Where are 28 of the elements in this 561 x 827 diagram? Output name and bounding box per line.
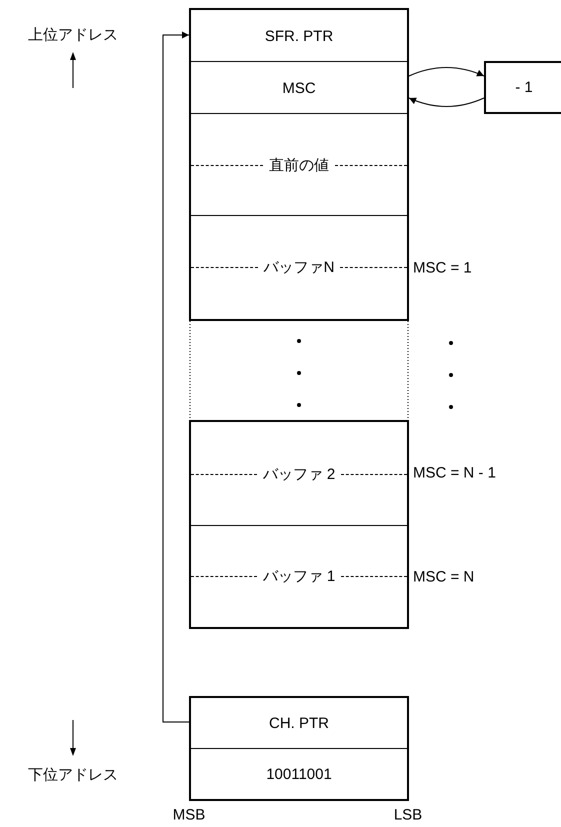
cell-label: バッファ 1 (262, 567, 336, 586)
memory-cell (189, 420, 409, 526)
memory-cell (189, 8, 409, 62)
cell-label: - 1 (514, 79, 534, 96)
memory-cell (189, 113, 409, 216)
address-label: 下位アドレス (28, 766, 118, 784)
cell-label: CH. PTR (268, 715, 330, 732)
memory-cell (189, 61, 409, 114)
cell-label: 直前の値 (268, 156, 330, 174)
value-label: MSC = N (413, 568, 474, 586)
arrow (162, 32, 190, 722)
address-label: LSB (394, 806, 422, 824)
cell-label: バッファ 2 (262, 464, 336, 484)
cell-label: SFR. PTR (264, 28, 334, 44)
memory-cell (484, 61, 561, 114)
address-label: 上位アドレス (28, 26, 118, 44)
memory-cell (189, 525, 409, 629)
memory-cell (189, 215, 409, 321)
arrow (408, 97, 484, 107)
cell-label: 10011001 (265, 766, 333, 782)
cell-label: バッファN (262, 258, 336, 277)
value-label: MSC = 1 (413, 260, 472, 276)
cell-label: MSC (281, 80, 317, 96)
value-label: MSC = N - 1 (413, 464, 496, 482)
memory-cell (189, 696, 409, 749)
arrow (408, 67, 484, 77)
address-label: MSB (172, 806, 206, 824)
memory-cell (189, 748, 409, 801)
